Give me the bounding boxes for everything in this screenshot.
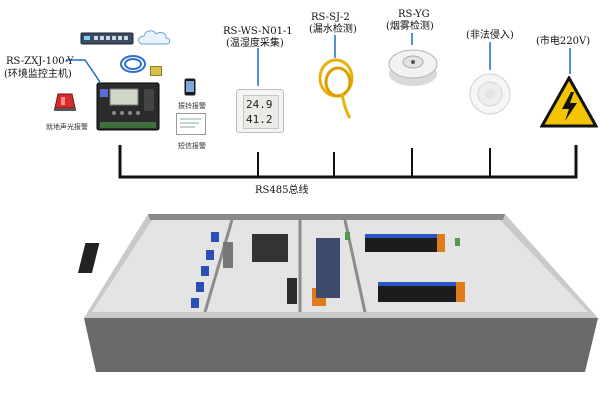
sim-card-icon (150, 66, 162, 76)
yg-name-label: (烟雾检测) (386, 21, 434, 32)
alarm-light-label: 就地声光报警 (46, 123, 88, 131)
blue-chairs (191, 232, 219, 308)
phone-icon (184, 78, 196, 96)
temperature-readout: 24.9 (246, 98, 273, 111)
antenna-cable-icon (118, 52, 148, 76)
sms-icon (176, 113, 206, 135)
mains-label: (市电220V) (536, 36, 591, 47)
bus-label: RS485总线 (255, 185, 309, 196)
temperature-humidity-sensor-icon: 24.9 41.2 (236, 89, 284, 133)
sj-name-label: (漏水检测) (309, 24, 357, 35)
rs485-bus-line (118, 145, 578, 179)
partition-1 (203, 219, 234, 313)
floor-front-wall (84, 318, 598, 372)
cabinet-dark (287, 278, 297, 304)
yg-model-label: RS-YG (398, 9, 430, 20)
network-switch-icon (80, 30, 134, 47)
cloud-icon (136, 26, 172, 48)
phone-alarm-label: 振铃报警 (178, 102, 206, 110)
monitoring-host-icon (96, 82, 160, 134)
floor-back-wall (148, 214, 505, 220)
server-rack-row-2 (378, 282, 465, 302)
ws-model-label: RS-WS-N01-1 (223, 26, 293, 37)
smoke-detector-icon (387, 44, 439, 90)
intrusion-label: (非法侵入) (466, 30, 514, 41)
leader-host (66, 59, 101, 83)
fire-extinguishers (345, 232, 460, 246)
sj-model-label: RS-SJ-2 (311, 12, 350, 23)
sofa (77, 243, 100, 273)
ups-racks (252, 234, 288, 262)
ws-name-label: (温湿度采集) (226, 38, 284, 49)
sms-alarm-label: 短信报警 (178, 142, 206, 150)
host-model-label: RS-ZXJ-100-Y (6, 56, 74, 67)
server-rack-row-1 (365, 234, 445, 252)
host-name-label: (环境监控主机) (4, 69, 72, 80)
high-voltage-icon (540, 76, 598, 128)
siren-icon (52, 90, 78, 112)
water-leak-cable-icon (308, 56, 368, 120)
intrusion-detector-icon (468, 70, 512, 116)
precision-ac (316, 238, 340, 298)
cabinet-gray (223, 242, 233, 268)
humidity-readout: 41.2 (246, 113, 273, 126)
